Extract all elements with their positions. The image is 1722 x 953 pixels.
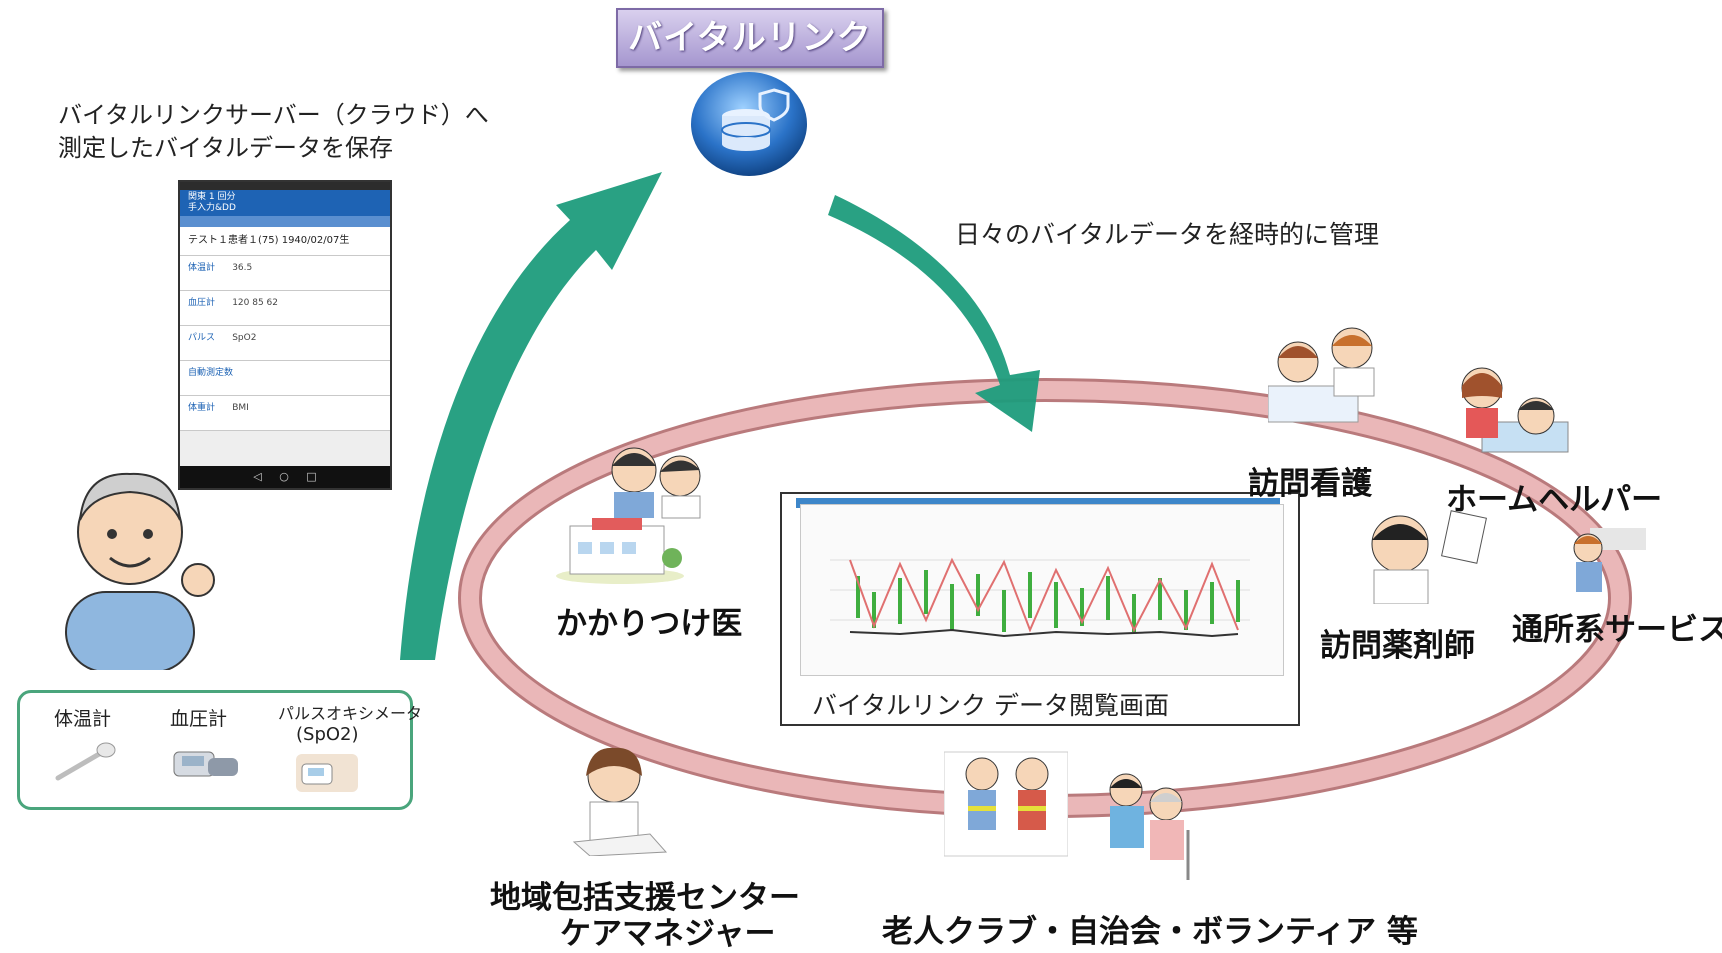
nurse-icon	[1268, 327, 1375, 423]
thermometer-label: 体温計	[54, 708, 112, 730]
vital-link-banner: バイタルリンク	[616, 8, 884, 68]
home-helper-icon	[1461, 367, 1569, 453]
elderly-man-icon	[65, 472, 215, 670]
clinic-building-icon	[556, 518, 684, 584]
role-visiting-nurse: 訪問看護	[1248, 466, 1372, 502]
phone-nav-bar: ◁ ○ □	[180, 466, 390, 488]
cloud-database-icon	[691, 72, 807, 176]
viewer-title-bar	[796, 498, 1280, 508]
community-elderly-couple-icon	[1109, 773, 1190, 880]
thermometer-icon	[55, 742, 116, 781]
community-volunteers-icon	[944, 751, 1068, 857]
blood-pressure-label: 血圧計	[170, 708, 228, 730]
phone-row: 体重計 BMI	[180, 396, 390, 431]
phone-header-line2: 手入力&DD	[188, 203, 236, 213]
viewer-caption: バイタルリンク データ閲覧画面	[812, 691, 1169, 720]
role-home-helper: ホームヘルパー	[1446, 482, 1663, 518]
manage-caption: 日々のバイタルデータを経時的に管理	[955, 220, 1380, 249]
role-community: 老人クラブ・自治会・ボランティア 等	[882, 914, 1418, 950]
vital-trend-chart-icon	[830, 557, 1250, 638]
oximeter-label-line2: (SpO2)	[296, 724, 359, 745]
server-caption-line1: バイタルリンクサーバー（クラウド）へ	[58, 101, 489, 129]
role-care-center-line1: 地域包括支援センター	[490, 880, 800, 916]
role-day-service: 通所系サービス	[1512, 612, 1722, 648]
phone-row: 血圧計 120 85 62	[180, 291, 390, 326]
phone-row: パルス SpO2	[180, 326, 390, 361]
blood-pressure-monitor-icon	[173, 751, 238, 777]
role-pharmacist: 訪問薬剤師	[1320, 628, 1475, 664]
pulse-oximeter-icon	[296, 754, 358, 792]
role-doctor: かかりつけ医	[556, 606, 743, 642]
oximeter-label-line1: パルスオキシメータ	[278, 704, 423, 723]
care-manager-icon	[572, 747, 668, 856]
doctor-icon	[611, 447, 701, 519]
role-care-center-line2: ケアマネジャー	[560, 916, 776, 952]
phone-patient: テスト１患者１(75) 1940/02/07生	[180, 227, 390, 256]
server-caption-line2: 測定したバイタルデータを保存	[58, 134, 394, 162]
day-service-icon	[1573, 528, 1646, 592]
phone-row: 自動測定数	[180, 361, 390, 396]
pharmacist-icon	[1371, 510, 1487, 604]
manage-arrow	[828, 195, 1040, 432]
upload-arrow	[400, 172, 662, 660]
smartphone-icon: 関東 1 回分 手入力&DD テスト１患者１(75) 1940/02/07生 体…	[178, 180, 392, 490]
phone-header-line1: 関東 1 回分	[188, 192, 236, 202]
phone-row: 体温計 36.5	[180, 256, 390, 291]
